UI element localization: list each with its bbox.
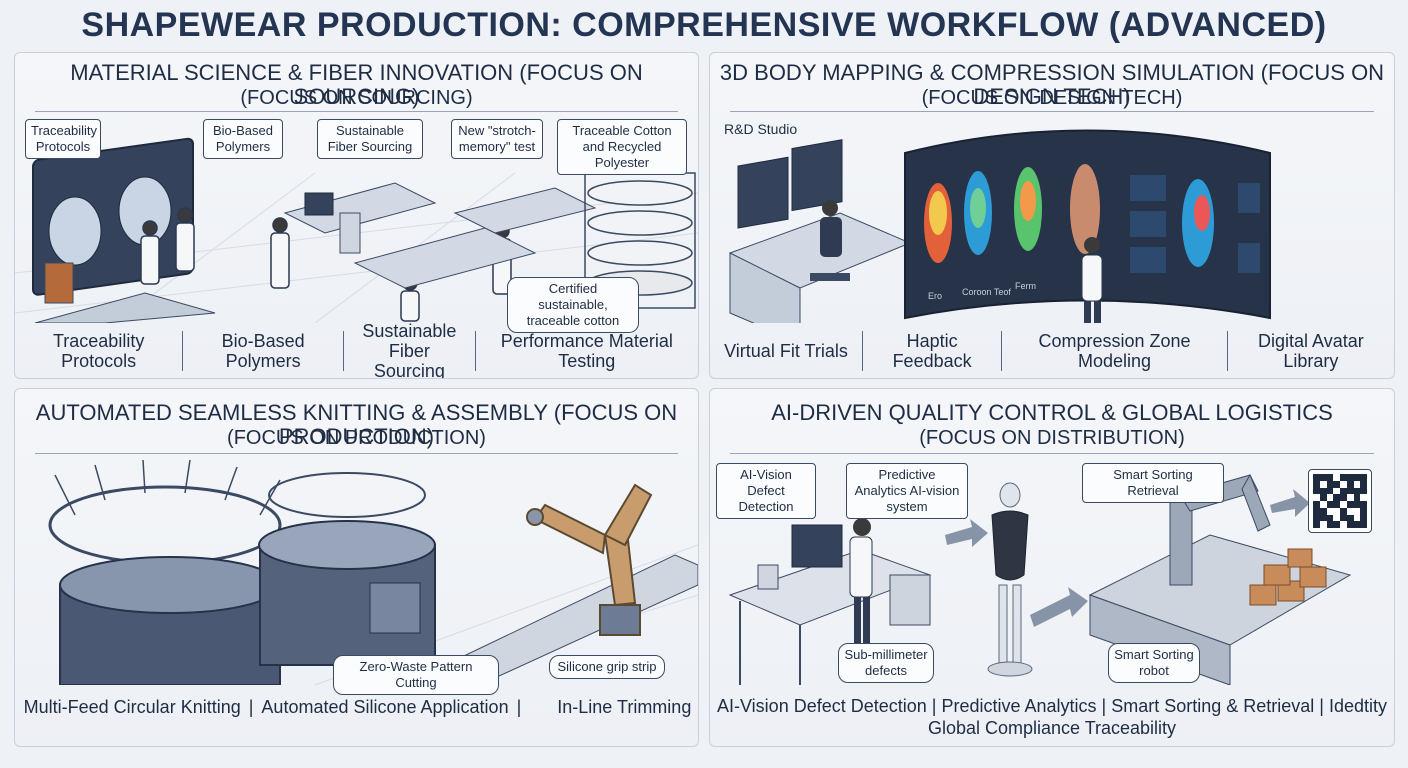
panel-title: MATERIAL SCIENCE & FIBER INNOVATION (FOC…: [70, 60, 643, 109]
separator: |: [516, 696, 522, 717]
panel-seamless-knitting: AUTOMATED SEAMLESS KNITTING & ASSEMBLY (…: [14, 388, 699, 747]
feature-item: Traceability Protocols: [52, 331, 145, 371]
callout-sorting-robot: Smart Sorting robot: [1108, 643, 1200, 683]
design-studio-illustration: [728, 129, 1271, 323]
feature-item: Digital Avatar Library: [1258, 331, 1364, 371]
separator: [343, 331, 344, 371]
feature-line: AI-Vision Defect Detection | Predictive …: [717, 696, 1387, 716]
divider: [730, 453, 1374, 454]
separator: [474, 331, 476, 371]
screen-label: Coroon Teof: [962, 287, 1011, 297]
callout-stretch-memory: New "strotch-memory" test: [451, 119, 543, 159]
qr-code-icon: [1308, 469, 1372, 533]
feature-item: Haptic Feedback: [892, 331, 972, 371]
feature-list: Traceability Protocols Bio-Based Polymer…: [15, 321, 698, 378]
feature-item: Performance Material Testing: [500, 331, 673, 371]
screen-label: Ferm: [1015, 281, 1036, 291]
feature-line: Global Compliance Traceability: [927, 718, 1177, 738]
feature-item: Sustainable Fiber Sourcing: [362, 321, 457, 379]
callout-certified-cotton: Certified sustainable, traceable cotton: [507, 277, 639, 333]
lab-illustration: [15, 137, 698, 323]
divider: [35, 111, 678, 112]
feature-item: Automated Silicone Application: [261, 697, 509, 717]
knitting-illustration: [48, 459, 698, 685]
callout-ai-vision: AI-Vision Defect Detection: [716, 463, 816, 519]
callout-silicone-grip: Silicone grip strip: [549, 655, 665, 679]
logistics-illustration: [728, 473, 1352, 685]
feature-list: Virtual Fit Trials Haptic Feedback Compr…: [710, 329, 1394, 373]
studio-label: R&D Studio: [724, 121, 798, 137]
separator: [1226, 331, 1228, 371]
panel-title: AI-DRIVEN QUALITY CONTROL & GLOBAL LOGIS…: [771, 400, 1333, 425]
divider: [35, 453, 678, 454]
callout-smart-sorting: Smart Sorting Retrieval: [1082, 463, 1224, 503]
callout-zero-waste: Zero-Waste Pattern Cutting: [333, 655, 499, 695]
separator: |: [248, 696, 254, 717]
screen-label: Ero: [928, 291, 943, 301]
panel-subtitle: (FOCUS ON PRODUCTION): [227, 427, 486, 449]
callout-predictive-analytics: Predictive Analytics AI-vision system: [846, 463, 968, 519]
separator: [182, 331, 184, 371]
feature-list: Multi-Feed Circular Knitting | Automated…: [15, 693, 698, 721]
separator: [861, 331, 863, 371]
separator: [1001, 331, 1003, 371]
page-title: SHAPEWEAR PRODUCTION: COMPREHENSIVE WORK…: [81, 6, 1327, 44]
feature-item: Virtual Fit Trials: [724, 341, 848, 361]
feature-item: Bio-Based Polymers: [221, 331, 305, 371]
panel-title: AUTOMATED SEAMLESS KNITTING & ASSEMBLY (…: [35, 400, 678, 449]
callout-sustainable-fiber: Sustainable Fiber Sourcing: [317, 119, 423, 159]
feature-item: In-Line Trimming: [557, 697, 692, 717]
panel-body-mapping: 3D BODY MAPPING & COMPRESSION SIMULATION…: [709, 52, 1395, 379]
panel-material-science: MATERIAL SCIENCE & FIBER INNOVATION (FOC…: [14, 52, 699, 379]
panel-title: 3D BODY MAPPING & COMPRESSION SIMULATION…: [719, 60, 1385, 109]
callout-traceable-cotton: Traceable Cotton and Recycled Polyester: [557, 119, 687, 175]
callout-traceability: Traceability Protocols: [25, 119, 101, 159]
feature-item: Compression Zone Modeling: [1038, 331, 1191, 371]
divider: [730, 111, 1374, 112]
callout-bio-based: Bio-Based Polymers: [203, 119, 283, 159]
panel-subtitle: (FOCUS ON SOURCING): [240, 87, 473, 109]
panel-quality-logistics: AI-DRIVEN QUALITY CONTROL & GLOBAL LOGIS…: [709, 388, 1395, 747]
panel-subtitle: (FOCUS ON DISTRIBUTION): [919, 427, 1185, 449]
feature-item: Multi-Feed Circular Knitting: [23, 697, 241, 717]
callout-sub-millimeter: Sub-millimeter defects: [838, 643, 934, 683]
panel-subtitle: (FOCUS ON DESIGN TECH): [921, 87, 1183, 109]
